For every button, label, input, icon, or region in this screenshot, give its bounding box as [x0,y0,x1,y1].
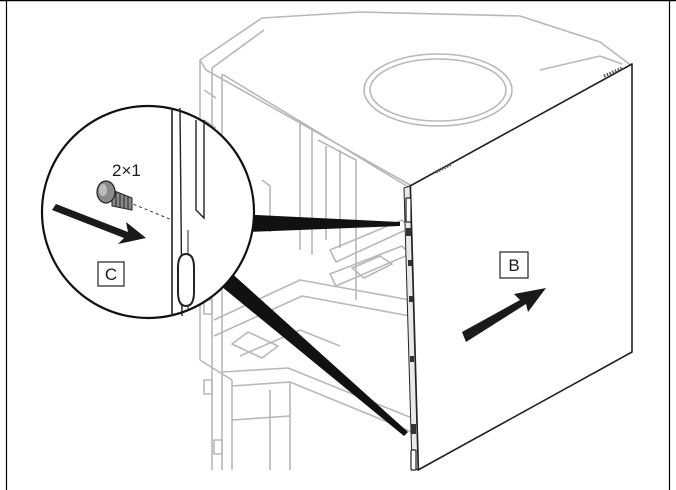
label-c: C [105,265,117,284]
quantity-label: 2×1 [112,161,141,180]
arrow-icon [462,288,546,342]
top-recess [363,53,513,127]
magnifier-callout [40,104,256,320]
label-b-box: B [499,251,529,279]
label-c-box: C [97,261,125,287]
screw-icon [96,180,133,211]
callout-wedges [216,214,408,436]
arrow-icon [52,204,146,244]
label-b: B [508,256,519,275]
keyhole-slot [177,252,195,308]
